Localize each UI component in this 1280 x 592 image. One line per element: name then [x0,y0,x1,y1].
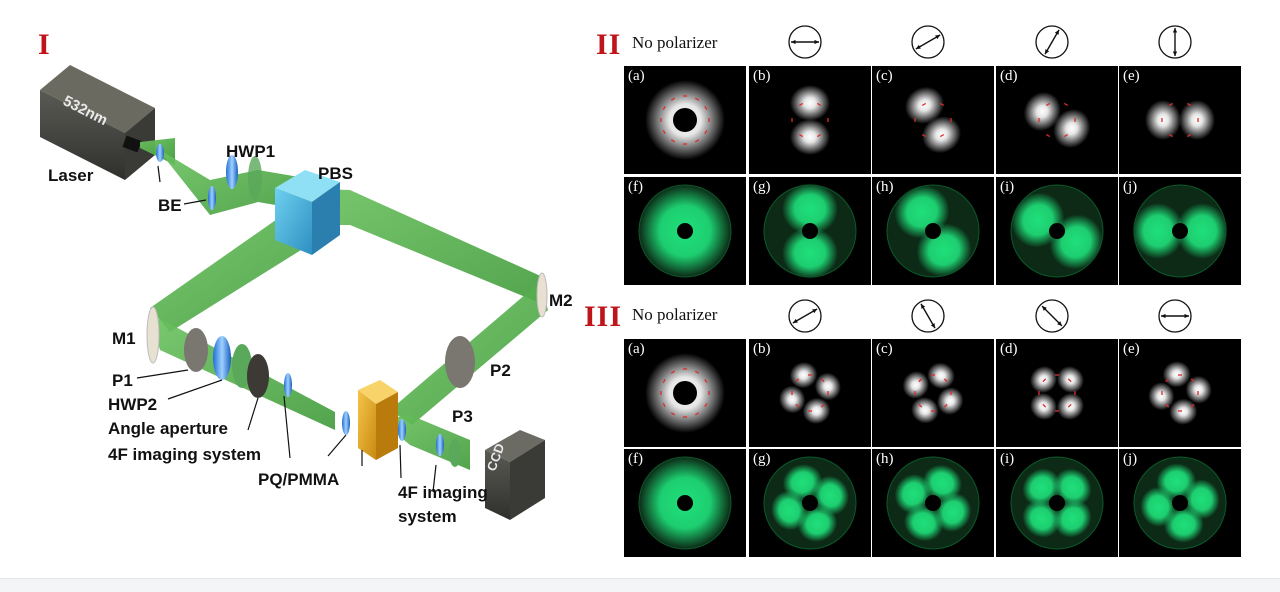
panel-ii-sim-2: (c) [872,66,994,174]
label-be: BE [158,196,182,215]
panel-ii-sim-2-image [904,86,962,154]
panel-ii-polarizer-icon-2 [911,25,945,59]
panel-ii-sim-3-label: (d) [1000,68,1018,84]
panel-ii-exp-3-label: (i) [1000,179,1015,195]
panel-iii-exp-4: (j) [1119,449,1241,557]
panel-ii-exp-1-image [763,183,857,279]
label-4f-imaging-system-2-line2: system [398,507,457,526]
panel-iii-sim-0-image [645,353,725,433]
panel-ii-no-polarizer: No polarizer [632,33,718,52]
label-pq-pmma: PQ/PMMA [258,470,339,489]
panel-ii-polarizer-icon-1 [788,25,822,59]
panel-iii-sim-1-image [779,362,841,424]
panel-ii-sim-3-image [1023,91,1091,149]
panel-ii-exp-4-image [1132,184,1228,278]
panel-ii-exp-2-image [886,184,980,278]
panel-ii-sim-1: (b) [749,66,871,174]
label-4f-imaging-system-1: 4F imaging system [108,445,261,464]
panel-ii-sim-4-label: (e) [1123,68,1140,84]
panel-ii-sim-4-image [1145,100,1215,140]
panel-iii-sim-0: (a) [624,339,746,447]
panel-iii-exp-4-label: (j) [1123,451,1138,467]
panel-iii-sim-1-label: (b) [753,341,771,357]
label-p1: P1 [112,371,133,390]
panel-ii-exp-3-image [1010,184,1104,278]
label-pbs: PBS [318,164,353,183]
panel-iii-exp-3-label: (i) [1000,451,1015,467]
panel-ii-sim-3: (d) [996,66,1118,174]
panel-ii-polarizer-icon-4 [1158,25,1192,59]
panel-i-numeral: I [38,28,51,61]
panel-iii-exp-1-label: (g) [753,451,771,467]
panel-iii-sim-3: (d) [996,339,1118,447]
panel-iii-exp-3: (i) [996,449,1118,557]
panel-ii-sim-0-image [645,80,725,160]
panel-iii-exp-2-image [886,456,980,550]
panel-ii-exp-4: (j) [1119,177,1241,285]
optical-setup-diagram: 532nm [40,65,573,526]
panel-ii-exp-0-image [638,184,732,278]
panel-iii-exp-0: (f) [624,449,746,557]
panel-ii-exp-3: (i) [996,177,1118,285]
panel-iii-exp-0-image [638,456,732,550]
label-m2: M2 [549,291,573,310]
panel-ii-polarizer-icon-3 [1035,25,1069,59]
panel-ii-sim-4: (e) [1119,66,1241,174]
label-hwp1: HWP1 [226,142,275,161]
label-laser: Laser [48,166,94,185]
panel-iii-sim-4-image [1148,361,1212,425]
panel-iii-exp-3-image [1010,456,1104,550]
panel-ii-exp-4-label: (j) [1123,179,1138,195]
panel-iii-polarizer-icon-3 [1035,299,1069,333]
panel-iii-numeral: III [584,300,623,333]
panel-ii-exp-2-label: (h) [876,179,894,195]
panel-iii-sim-3-image [1030,366,1084,420]
panel-ii-exp-0: (f) [624,177,746,285]
panel-ii-exp-1-label: (g) [753,179,771,195]
panel-iii-sim-2: (c) [872,339,994,447]
panel-iii-sim-1: (b) [749,339,871,447]
panel-ii-sim-1-label: (b) [753,68,771,84]
panel-iii-sim-4: (e) [1119,339,1241,447]
label-4f-imaging-system-2-line1: 4F imaging [398,483,488,502]
panel-ii-exp-1: (g) [749,177,871,285]
panel-ii-sim-1-image [790,85,830,155]
panel-ii-exp-0-label: (f) [628,179,643,195]
label-p3: P3 [452,407,473,426]
panel-iii-sim-2-label: (c) [876,341,893,357]
label-m1: M1 [112,329,136,348]
label-p2: P2 [490,361,511,380]
panel-ii-numeral: II [596,28,622,61]
panel-iii-exp-0-label: (f) [628,451,643,467]
panel-ii-sim-0-label: (a) [628,68,645,84]
panel-iii-polarizer-icon-4 [1158,299,1192,333]
panel-iii-no-polarizer: No polarizer [632,305,718,324]
panel-iii-sim-0-label: (a) [628,341,645,357]
panel-iii-sim-4-label: (e) [1123,341,1140,357]
panel-ii-exp-2: (h) [872,177,994,285]
panel-iii-exp-1: (g) [749,449,871,557]
panel-iii-exp-2-label: (h) [876,451,894,467]
panel-ii-sim-2-label: (c) [876,68,893,84]
panel-iii-exp-2: (h) [872,449,994,557]
panel-iii-polarizer-icon-2 [911,299,945,333]
panel-iii-sim-2-image [902,362,964,424]
panel-iii-polarizer-icon-1 [788,299,822,333]
footer-strip [0,578,1280,592]
label-angle-aperture: Angle aperture [108,419,228,438]
panel-iii-exp-1-image [763,456,857,550]
panel-ii-sim-0: (a) [624,66,746,174]
label-hwp2: HWP2 [108,395,157,414]
panel-iii-exp-4-image [1133,456,1227,550]
panel-iii-sim-3-label: (d) [1000,341,1018,357]
